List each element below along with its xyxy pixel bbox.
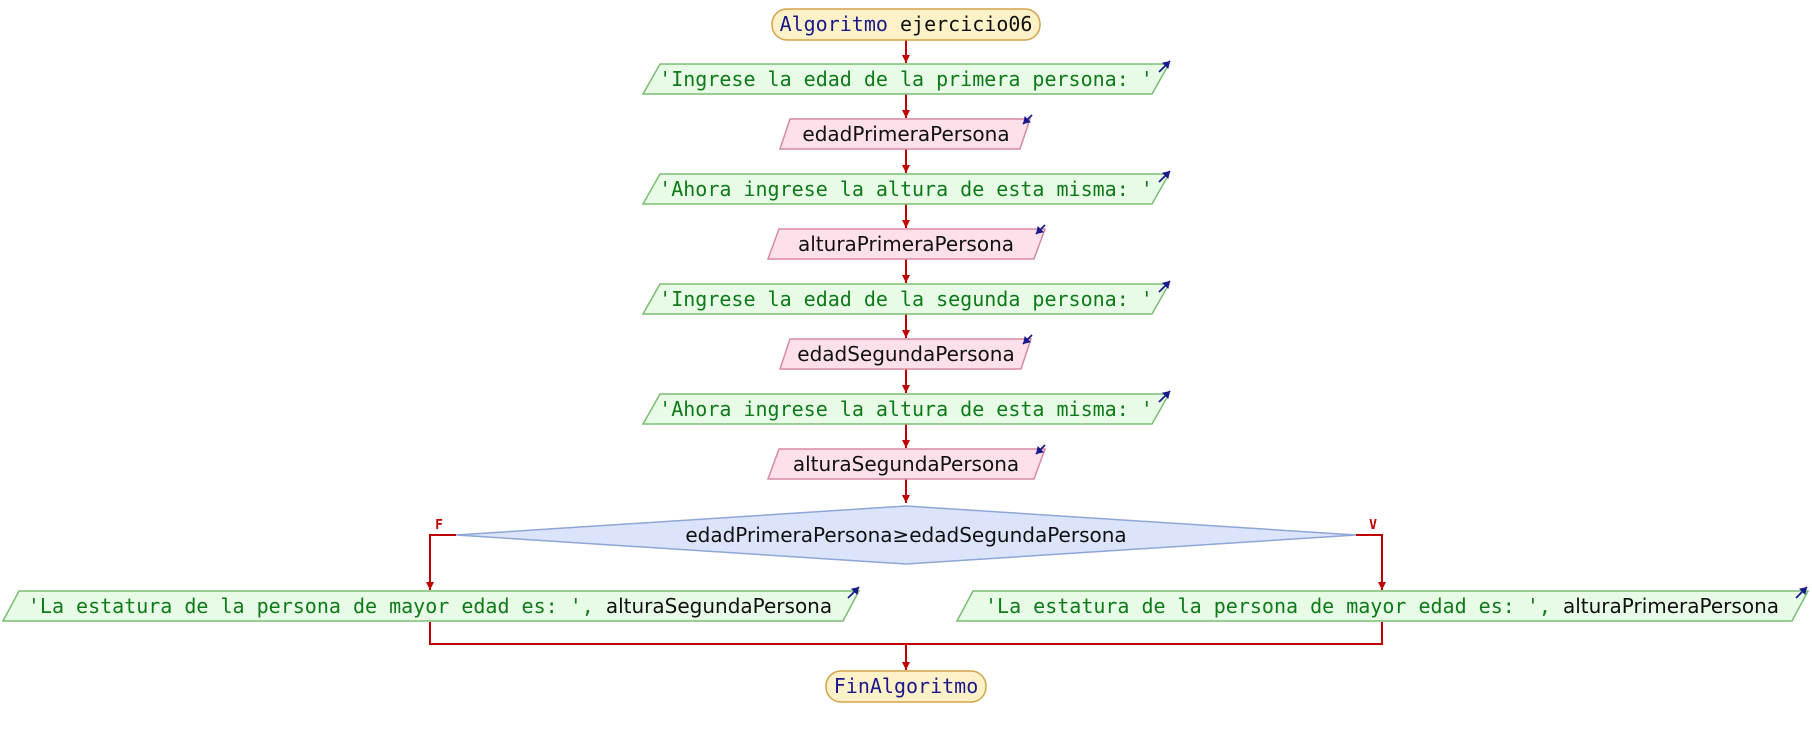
input-variable: alturaSegundaPersona [793, 452, 1019, 476]
output-string: 'Ingrese la edad de la primera persona: … [659, 67, 1153, 91]
output-string: 'Ahora ingrese la altura de esta misma: … [659, 177, 1153, 201]
arrow-up-right-icon [1158, 170, 1171, 183]
output-step-1: 'Ingrese la edad de la primera persona: … [641, 60, 1171, 95]
output-string: 'La estatura de la persona de mayor edad… [28, 594, 582, 618]
decision-shape [455, 505, 1357, 565]
input-variable: alturaPrimeraPersona [798, 232, 1014, 256]
algorithm-name: ejercicio06 [900, 12, 1032, 36]
input-shape [766, 228, 1047, 260]
false-branch-text: 'La estatura de la persona de mayor edad… [28, 594, 832, 618]
input-variable: edadSegundaPersona [797, 342, 1014, 366]
decision: edadPrimeraPersona≥edadSegundaPersona F … [435, 505, 1377, 565]
end-shape [825, 670, 987, 703]
separator: , [582, 594, 606, 618]
output-variable: alturaPrimeraPersona [1563, 594, 1779, 618]
edge-false-merge [429, 622, 906, 645]
output-shape [1, 590, 861, 622]
input-step-4: alturaPrimeraPersona [766, 224, 1047, 260]
separator: , [1539, 594, 1563, 618]
start-terminal: Algoritmo ejercicio06 [771, 8, 1041, 41]
input-shape [778, 118, 1032, 150]
decision-condition: edadPrimeraPersona≥edadSegundaPersona [685, 523, 1126, 547]
arrow-up-right-icon [1158, 280, 1171, 293]
input-step-8: alturaSegundaPersona [766, 444, 1047, 480]
start-keyword: Algoritmo [780, 12, 888, 36]
true-branch-text: 'La estatura de la persona de mayor edad… [985, 594, 1779, 618]
output-step-5: 'Ingrese la edad de la segunda persona: … [641, 280, 1171, 315]
connectors [426, 39, 1386, 670]
edge-decision-false [426, 534, 456, 590]
output-shape [641, 393, 1171, 425]
arrow-up-right-icon [1158, 390, 1171, 403]
arrow-up-right-icon [1158, 60, 1171, 73]
output-shape [641, 63, 1171, 95]
output-false-branch: 'La estatura de la persona de mayor edad… [1, 586, 861, 622]
output-shape [641, 173, 1171, 205]
input-step-6: edadSegundaPersona [778, 334, 1033, 370]
input-shape [778, 338, 1033, 370]
arrow-down-left-icon [1035, 224, 1046, 235]
true-branch-label: V [1369, 518, 1377, 533]
edge-true-merge [906, 622, 1383, 645]
end-terminal: FinAlgoritmo [825, 670, 987, 703]
output-shape [955, 590, 1810, 622]
start-label: Algoritmo ejercicio06 [780, 12, 1033, 36]
output-variable: alturaSegundaPersona [606, 594, 832, 618]
output-step-7: 'Ahora ingrese la altura de esta misma: … [641, 390, 1171, 425]
arrow-up-right-icon [847, 586, 860, 599]
output-string: 'La estatura de la persona de mayor edad… [985, 594, 1539, 618]
arrow-down-left-icon [1022, 334, 1033, 345]
output-shape [641, 283, 1171, 315]
arrow-up-right-icon [1795, 586, 1808, 599]
arrow-down-left-icon [1035, 444, 1046, 455]
arrow-down-left-icon [1022, 114, 1033, 125]
input-variable: edadPrimeraPersona [802, 122, 1009, 146]
edge-decision-true [1356, 534, 1386, 590]
end-keyword: FinAlgoritmo [834, 674, 979, 698]
false-branch-label: F [435, 518, 443, 533]
start-shape [771, 8, 1041, 41]
output-string: 'Ahora ingrese la altura de esta misma: … [659, 397, 1153, 421]
output-true-branch: 'La estatura de la persona de mayor edad… [955, 586, 1810, 622]
input-shape [766, 448, 1047, 480]
input-step-2: edadPrimeraPersona [778, 114, 1033, 150]
output-string: 'Ingrese la edad de la segunda persona: … [659, 287, 1153, 311]
output-step-3: 'Ahora ingrese la altura de esta misma: … [641, 170, 1171, 205]
